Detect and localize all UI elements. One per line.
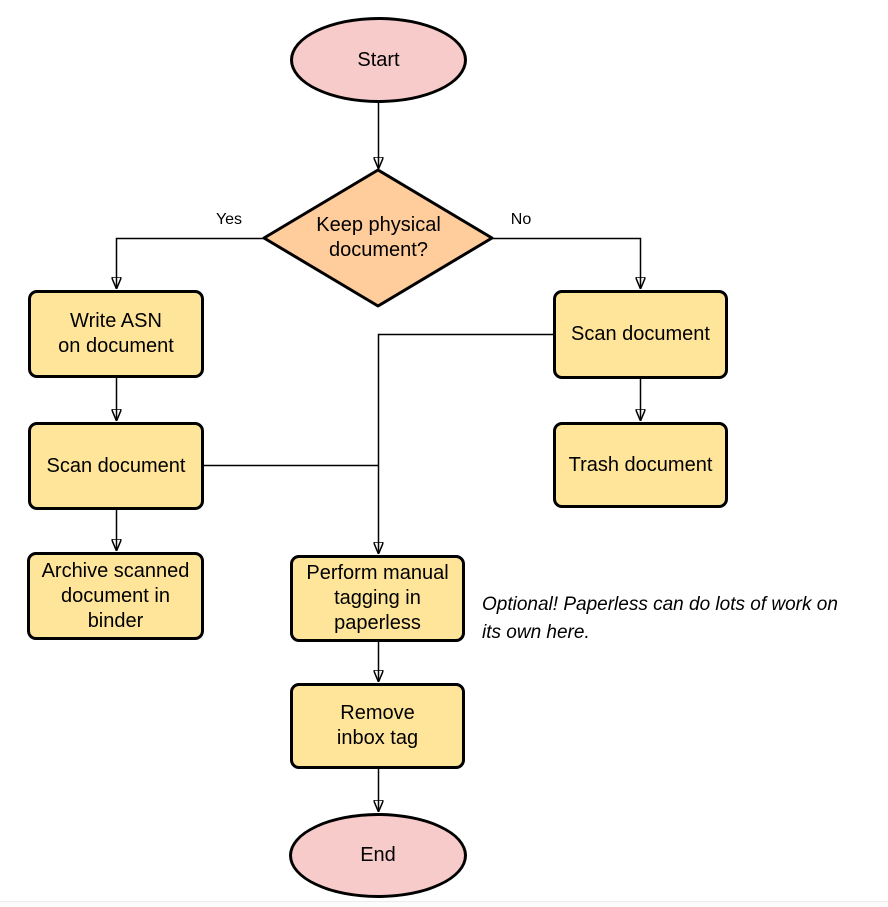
- node-start: Start: [290, 17, 467, 103]
- node-decision-label: Keep physical document?: [316, 214, 441, 261]
- node-remove-inbox-tag: Remove inbox tag: [290, 683, 465, 769]
- node-manual-tagging: Perform manual tagging in paperless: [290, 555, 465, 642]
- page-bottom-divider: [0, 901, 888, 902]
- node-scan-document-right-label: Scan document: [571, 323, 710, 345]
- node-write-asn: Write ASN on document: [28, 290, 204, 378]
- edge-label-no: No: [510, 211, 532, 228]
- node-scan-document-left: Scan document: [28, 422, 204, 510]
- edge-scan-right-to-tagging: [379, 333, 553, 554]
- node-manual-tagging-label: Perform manual tagging in paperless: [306, 562, 449, 634]
- annotation-optional-note: Optional! Paperless can do lots of work …: [482, 594, 838, 643]
- node-write-asn-label: Write ASN on document: [58, 310, 174, 357]
- edge-label-yes: Yes: [215, 211, 243, 228]
- node-archive-in-binder-label: Archive scanned document in binder: [41, 559, 190, 632]
- node-archive-in-binder: Archive scanned document in binder: [27, 552, 204, 640]
- edge-no-to-scan-right: [492, 237, 641, 289]
- node-trash-document-label: Trash document: [568, 453, 713, 476]
- page-bottom-strip: [0, 902, 888, 907]
- node-end: End: [289, 813, 467, 898]
- node-trash-document: Trash document: [553, 422, 728, 508]
- node-start-label: Start: [357, 48, 400, 71]
- node-scan-document-left-label: Scan document: [46, 454, 186, 477]
- node-end-label: End: [360, 844, 396, 866]
- node-remove-inbox-tag-label: Remove inbox tag: [336, 702, 419, 749]
- edge-yes-to-write-asn: [117, 237, 264, 289]
- node-scan-document-right: Scan document: [553, 290, 728, 379]
